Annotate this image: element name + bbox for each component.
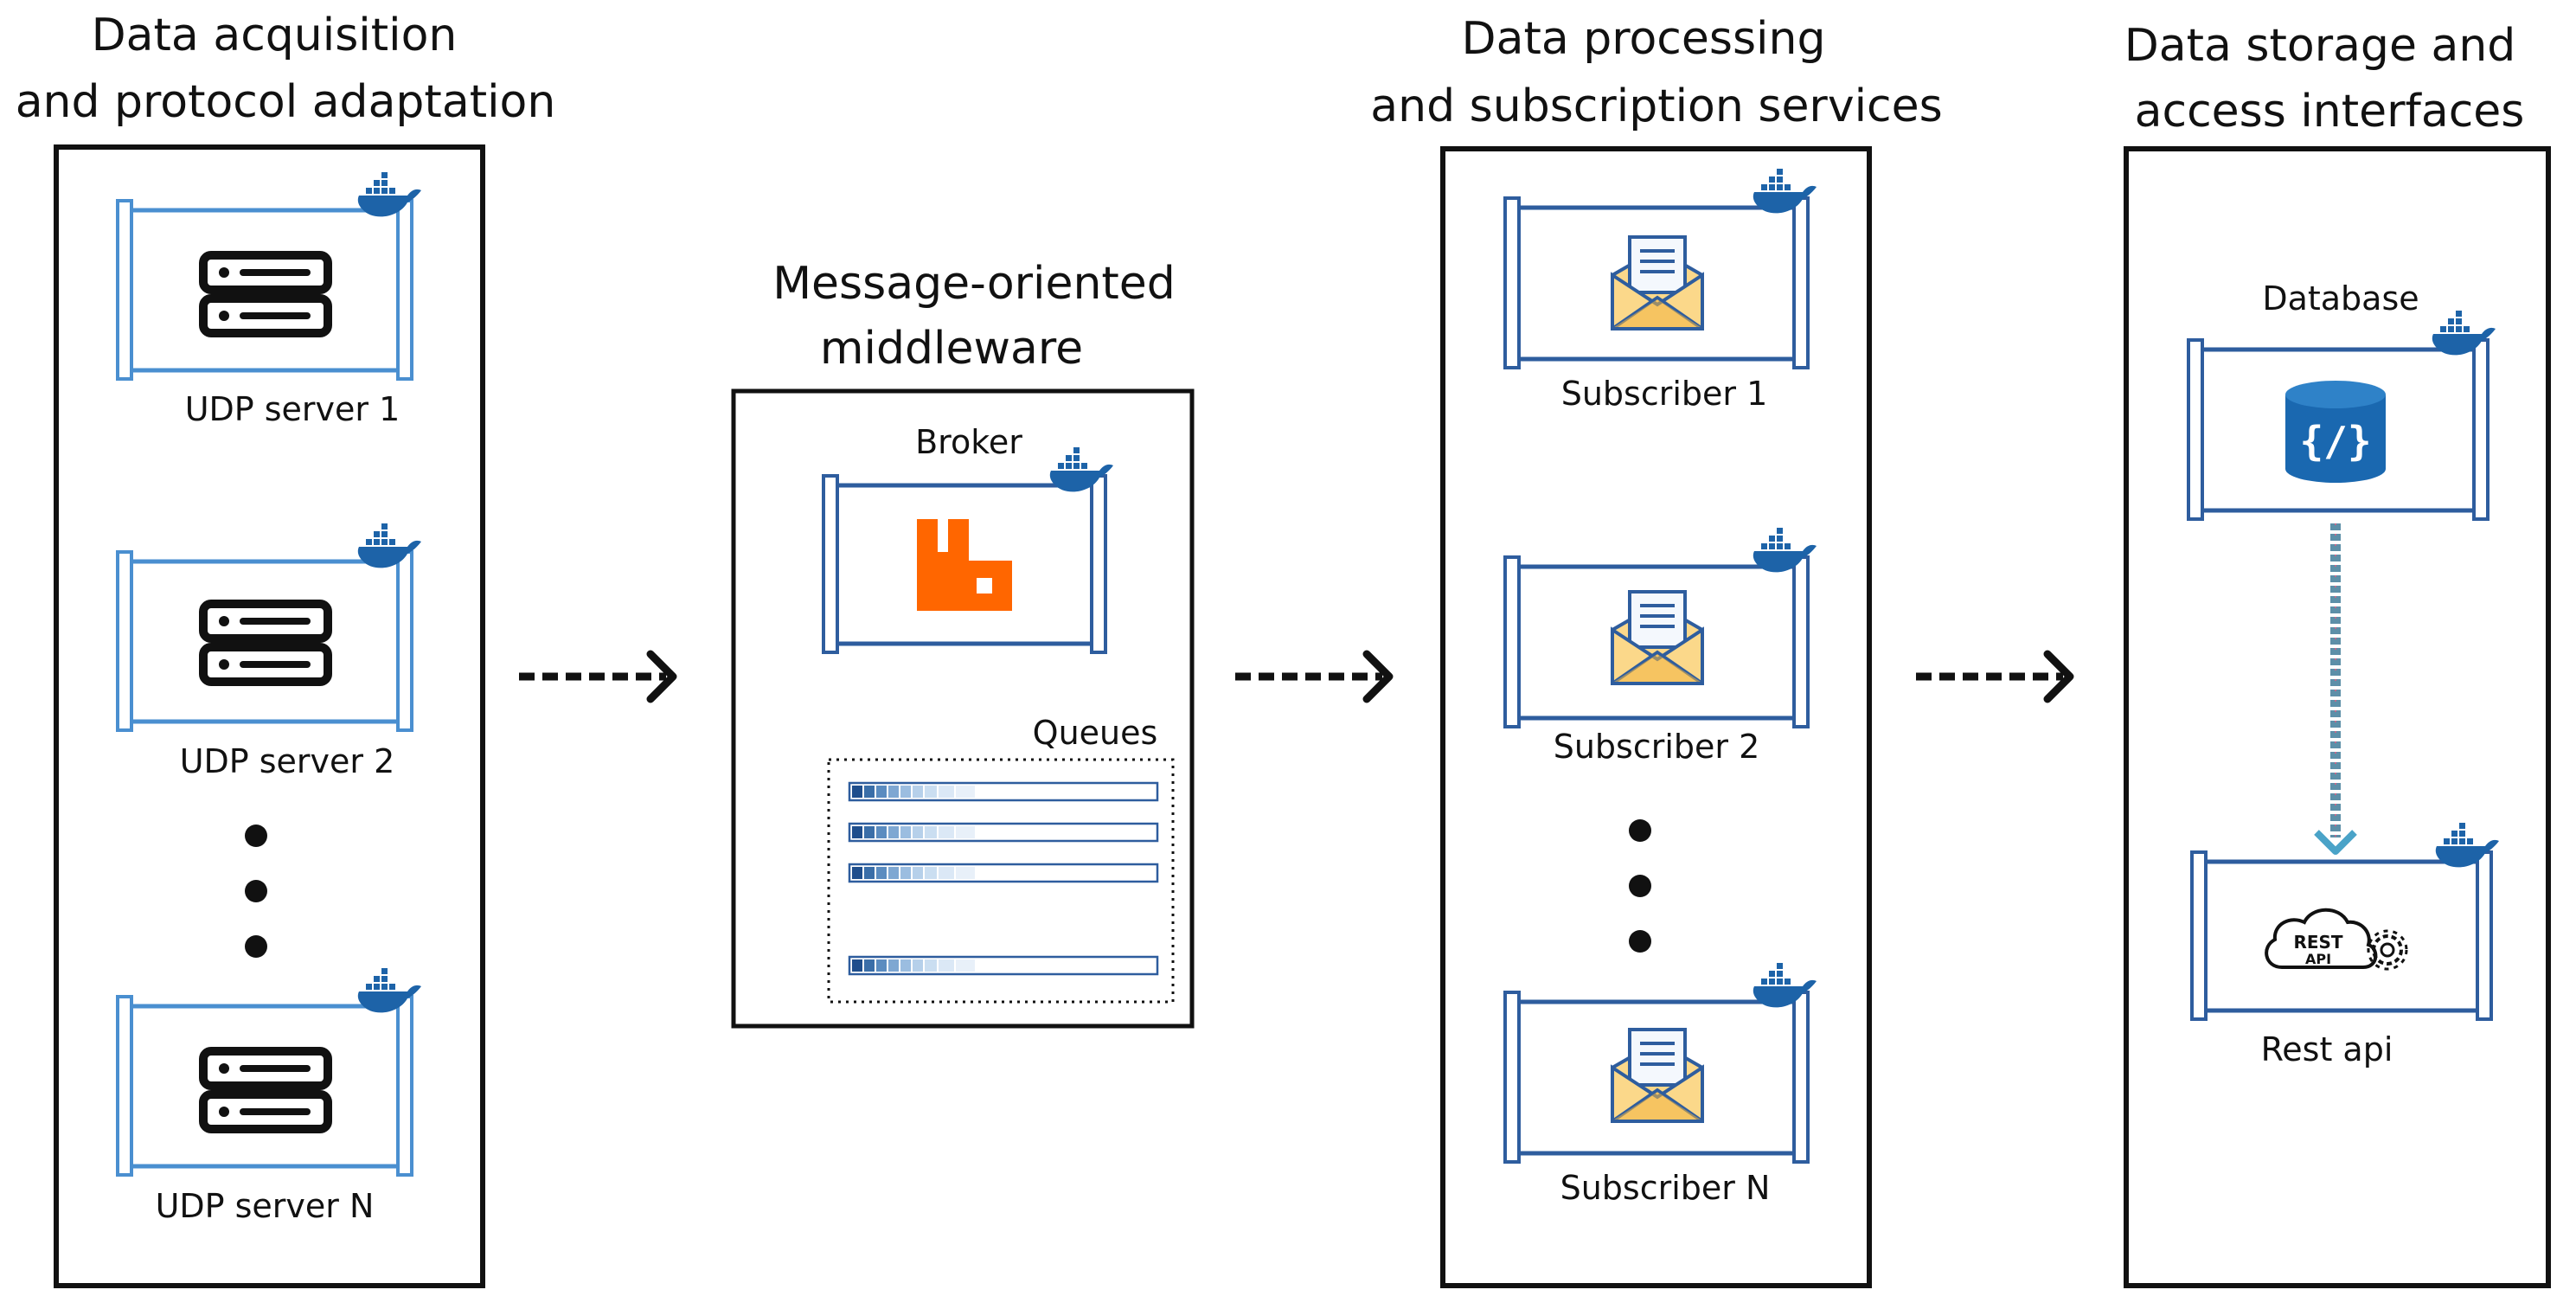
rabbitmq-icon: [917, 519, 1012, 611]
subscriber-2-container: Subscriber 2: [1503, 528, 1817, 766]
queue-bar: [848, 955, 1159, 976]
container-left-post: [116, 199, 133, 381]
database-icon-text: {/}: [2299, 418, 2371, 465]
processing-title-line1: Data processing: [1462, 13, 1826, 65]
queue-bar: [848, 822, 1159, 843]
middleware-title-line1: Message-oriented: [772, 258, 1176, 310]
container-left-post: [1503, 196, 1521, 369]
queues-area: [827, 758, 1175, 1004]
container-right-post: [396, 550, 413, 732]
acquisition-title-line2: and protocol adaptation: [16, 76, 556, 128]
middleware-title-line2: middleware: [820, 323, 1083, 375]
middleware-column: Message-oriented middleware Broker Queue…: [731, 258, 1195, 1029]
rest-api-container: REST API Rest api: [2190, 823, 2499, 1068]
queues-label: Queues: [1033, 714, 1158, 752]
subscriber-1-label: Subscriber 1: [1561, 375, 1768, 413]
udp-server-n-container: UDP server N: [116, 968, 421, 1225]
rest-api-cloud-gear-icon: REST API: [2265, 908, 2408, 971]
container-left-post: [2190, 850, 2208, 1021]
rest-icon-line2: API: [2305, 951, 2331, 967]
envelope-icon: [1611, 1028, 1704, 1123]
server-rack-icon: [203, 1051, 328, 1129]
acquisition-box: [54, 144, 485, 1288]
rabbitmq-icon-notch: [977, 578, 992, 594]
vertical-ellipsis-icon: [245, 825, 267, 958]
container-left-post: [116, 550, 133, 732]
database-label: Database: [2262, 279, 2419, 318]
container-right-post: [1792, 555, 1810, 728]
middleware-box: [731, 388, 1195, 1029]
udp-server-n-label: UDP server N: [156, 1187, 375, 1225]
udp-server-2-container: UDP server 2: [116, 523, 421, 780]
container-right-post: [1792, 991, 1810, 1164]
processing-column: Data processing and subscription service…: [1370, 13, 1943, 1288]
container-right-post: [396, 199, 413, 381]
queues-frame: [827, 758, 1175, 1004]
database-container: {/}: [2187, 311, 2496, 521]
flow-arrow-3: [1916, 650, 2074, 703]
rest-api-label: Rest api: [2261, 1030, 2393, 1068]
storage-title-line1: Data storage and: [2124, 20, 2516, 72]
container-right-post: [1090, 474, 1107, 654]
queue-bar: [848, 863, 1159, 883]
acquisition-title-line1: Data acquisition: [92, 10, 458, 61]
container-right-post: [1792, 196, 1810, 369]
container-left-post: [1503, 555, 1521, 728]
vertical-ellipsis-icon: [1629, 819, 1651, 953]
server-rack-icon: [203, 255, 328, 333]
udp-server-1-label: UDP server 1: [185, 390, 400, 428]
container-left-post: [2187, 338, 2204, 521]
broker-label: Broker: [915, 423, 1022, 461]
storage-box: [2124, 146, 2551, 1288]
broker-container: [822, 447, 1113, 654]
db-to-api-connector: [2314, 523, 2357, 855]
acquisition-column: Data acquisition and protocol adaptation…: [16, 10, 556, 1288]
udp-server-2-label: UDP server 2: [180, 742, 395, 780]
envelope-icon: [1611, 590, 1704, 685]
subscriber-2-label: Subscriber 2: [1554, 728, 1760, 766]
storage-column: Data storage and access interfaces Datab…: [2124, 20, 2551, 1288]
subscriber-n-label: Subscriber N: [1560, 1169, 1771, 1207]
storage-title-line2: access interfaces: [2135, 86, 2525, 138]
container-left-post: [116, 995, 133, 1177]
rest-icon-line1: REST: [2293, 932, 2342, 953]
flow-arrow-2: [1235, 650, 1394, 703]
processing-title-line2: and subscription services: [1370, 80, 1942, 132]
flow-arrow-1: [519, 650, 677, 703]
container-left-post: [1503, 991, 1521, 1164]
container-left-post: [822, 474, 839, 654]
database-cylinder-icon: {/}: [2285, 381, 2386, 483]
envelope-icon: [1611, 235, 1704, 330]
server-rack-icon: [203, 604, 328, 682]
queue-bar: [848, 781, 1159, 802]
subscriber-n-container: Subscriber N: [1503, 963, 1817, 1207]
processing-box: [1440, 146, 1872, 1288]
subscriber-1-container: Subscriber 1: [1503, 169, 1817, 413]
udp-server-1-container: UDP server 1: [116, 172, 421, 428]
container-right-post: [2476, 850, 2493, 1021]
container-right-post: [396, 995, 413, 1177]
container-right-post: [2472, 338, 2489, 521]
